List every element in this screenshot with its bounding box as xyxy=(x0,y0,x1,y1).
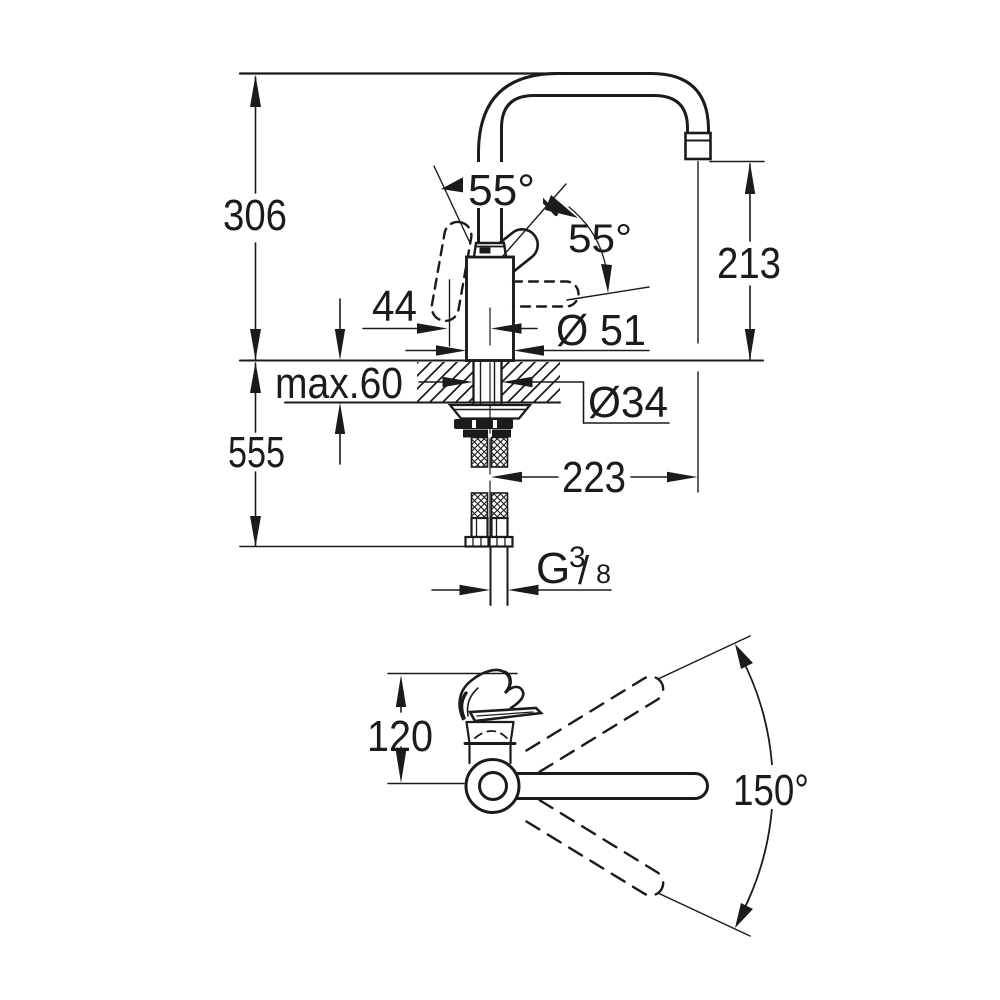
dim-thread-label: G 3 / 8 xyxy=(536,541,611,593)
dim-total-height-label: 306 xyxy=(223,191,287,240)
label-knockout xyxy=(728,765,816,809)
dim-120 xyxy=(395,675,407,783)
spout-collar xyxy=(472,241,508,259)
dim-below-deck-label: 555 xyxy=(228,428,285,477)
top-view: 120 150° xyxy=(367,635,816,937)
dim-front-offset-label: 44 xyxy=(372,282,417,331)
swivel-arc-arrow-top xyxy=(735,644,753,669)
aerator xyxy=(684,131,712,161)
swivel-ext-lower xyxy=(657,892,751,937)
supply-hoses xyxy=(464,436,514,548)
hose-nut-left xyxy=(464,535,490,548)
handle-position-down-dashed xyxy=(511,280,580,308)
svg-text:G: G xyxy=(536,544,570,593)
connection-pipe xyxy=(489,545,509,606)
svg-text:3: 3 xyxy=(569,541,586,574)
dim-handle-top-height-label: 120 xyxy=(367,712,433,761)
spout-inner-edge xyxy=(500,94,689,245)
svg-text:8: 8 xyxy=(596,559,611,589)
fixing-nut xyxy=(454,419,513,429)
hidden-handle-dashes xyxy=(474,730,508,739)
handle-top-view xyxy=(458,668,544,723)
dim-handle-front-angle-label: 55° xyxy=(568,217,632,261)
dim-handle-open-angle-label: 55° xyxy=(468,166,535,215)
hose-ferrule-left xyxy=(470,516,489,539)
hose-nut-right xyxy=(488,535,514,548)
hose-ferrule-right xyxy=(490,516,509,539)
dim-swivel-angle-label: 150° xyxy=(733,766,809,815)
dim-body-diameter-label: Ø 51 xyxy=(556,306,646,355)
label-knockout xyxy=(463,162,543,208)
front-view: 306 555 55° 55° 213 44 Ø 51 max.60 Ø34 2… xyxy=(223,72,781,606)
swivel-arc-arrow-bottom xyxy=(735,903,753,928)
svg-text:/: / xyxy=(578,549,590,593)
dim-shank-diameter-label: Ø34 xyxy=(588,378,668,427)
mounting-shank xyxy=(472,359,503,407)
dimension-lines xyxy=(238,72,765,596)
dim-spout-reach-label: 223 xyxy=(562,453,626,502)
swivel-ext-upper xyxy=(657,635,751,680)
dim-outlet-height-label: 213 xyxy=(717,239,781,288)
base-circle-inner xyxy=(478,771,508,801)
dim-max-deck-label: max.60 xyxy=(275,359,403,408)
spout-swivel-down-dashed xyxy=(525,798,665,897)
spout-top-view xyxy=(511,772,709,800)
spout-swivel-up-dashed xyxy=(525,675,665,774)
faucet-body-top-view xyxy=(463,720,521,814)
